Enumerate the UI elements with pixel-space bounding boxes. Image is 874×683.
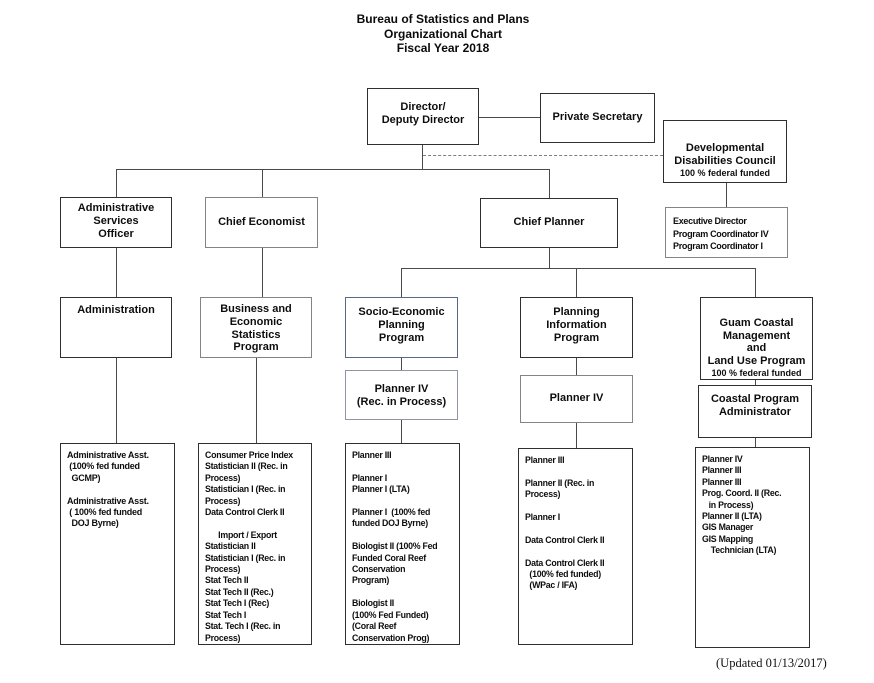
connector-planner4-pip-staff (576, 423, 577, 448)
box-developmental-disabilities-council: Developmental Disabilities Council 100 %… (663, 120, 787, 183)
connector-drop-aso (116, 169, 117, 197)
box-sepp-staff-list: Planner III Planner I Planner I (LTA) Pl… (345, 443, 460, 645)
box-planner-iv-pip: Planner IV (520, 375, 633, 423)
box-planning-information-program: Planning Information Program (520, 297, 633, 358)
box-coastal-program-administrator: Coastal Program Administrator (698, 385, 812, 438)
connector-cpa-staff (755, 438, 756, 447)
box-gcm-staff-list: Planner IV Planner III Planner III Prog.… (695, 447, 810, 648)
box-besp-staff-list: Consumer Price Index Statistician II (Re… (198, 443, 312, 645)
connector-director-drop (422, 145, 423, 170)
connector-drop-planner (549, 169, 550, 198)
box-socio-economic-planning-program: Socio-Economic Planning Program (345, 297, 458, 358)
ddc-title: Developmental Disabilities Council (674, 142, 776, 167)
connector-dashed-ddc (423, 155, 663, 156)
connector-sepp-planner4 (401, 358, 402, 370)
box-chief-planner: Chief Planner (480, 198, 618, 248)
connector-drop-economist (262, 169, 263, 197)
chart-title: Bureau of Statistics and Plans Organizat… (356, 12, 530, 55)
connector-planner-drop (549, 248, 550, 268)
gcm-funding-note: 100 % federal funded (711, 367, 802, 378)
box-administration: Administration (60, 297, 172, 358)
box-pip-staff-list: Planner III Planner II (Rec. in Process)… (518, 448, 633, 645)
connector-aso-administration (116, 248, 117, 297)
connector-besp-staff (256, 358, 257, 443)
box-business-economic-statistics-program: Business and Economic Statistics Program (200, 297, 312, 358)
connector-drop-sepp (401, 268, 402, 297)
box-planner-iv-sepp: Planner IV (Rec. in Process) (345, 370, 458, 420)
updated-date-note: (Updated 01/13/2017) (716, 656, 827, 670)
connector-pip-planner4 (576, 358, 577, 375)
ddc-funding-note: 100 % federal funded (679, 168, 771, 178)
connector-drop-pip (576, 268, 577, 297)
connector-economist-besp (262, 248, 263, 297)
gcm-title: Guam Coastal Management and Land Use Pro… (707, 316, 806, 368)
box-director: Director/ Deputy Director (367, 88, 479, 145)
box-executive-director: Executive Director Program Coordinator I… (665, 207, 788, 258)
connector-level2-bus (116, 169, 550, 170)
connector-planner4-sepp-staff (401, 420, 402, 443)
connector-drop-gcm (755, 268, 756, 297)
connector-ddc-exec (726, 183, 727, 207)
connector-administration-staff (116, 358, 117, 443)
box-private-secretary: Private Secretary (540, 93, 655, 143)
connector-director-secretary (479, 117, 540, 118)
box-administration-staff-list: Administrative Asst. (100% fed funded GC… (60, 443, 175, 645)
connector-level3-bus (401, 268, 756, 269)
connector-gcm-cpa (755, 380, 756, 385)
box-guam-coastal-management: Guam Coastal Management and Land Use Pro… (700, 297, 813, 380)
box-chief-economist: Chief Economist (205, 197, 318, 248)
box-administrative-services-officer: Administrative Services Officer (60, 197, 172, 248)
